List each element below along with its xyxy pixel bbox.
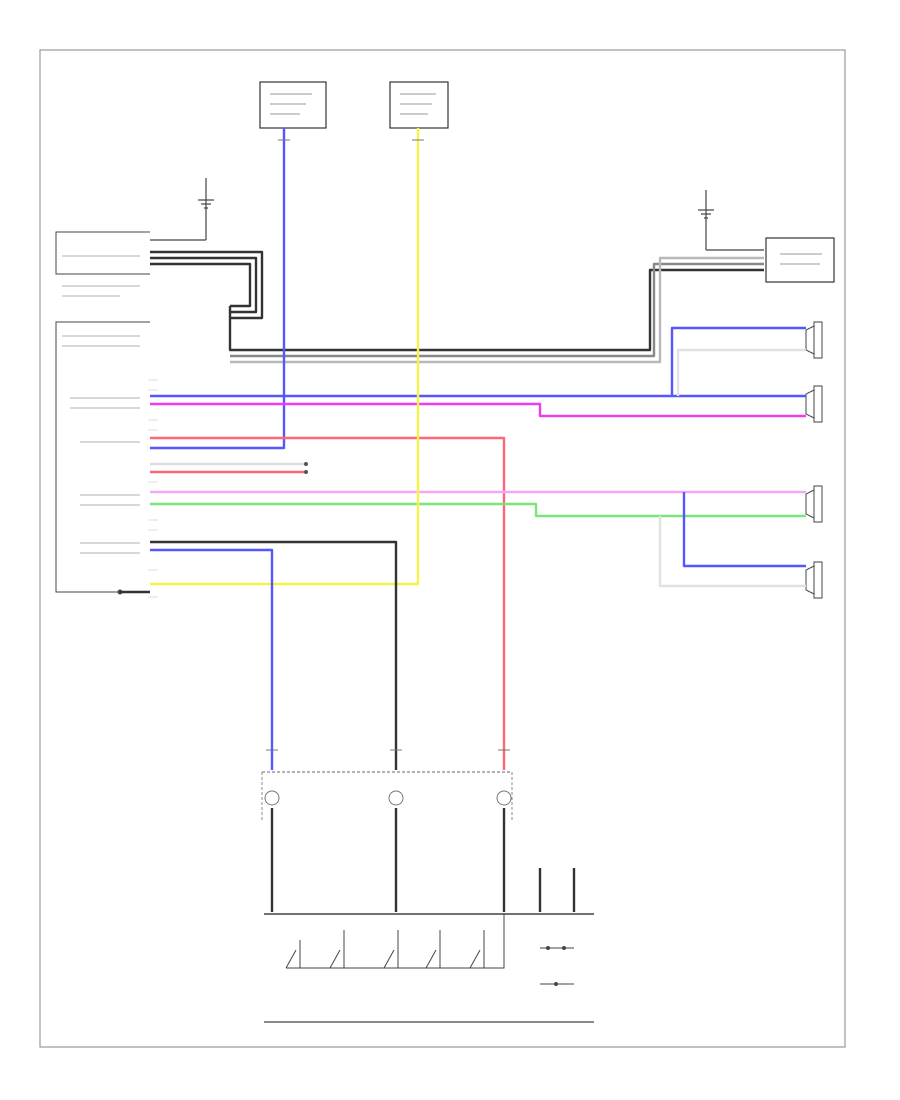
- connector-marks: [266, 139, 510, 751]
- blue-branch-tweeter: [670, 326, 806, 396]
- combination-switch: [261, 771, 513, 912]
- left-tweeter: [805, 321, 823, 359]
- white-wire-tweeter: [676, 348, 806, 396]
- top-module-left: [259, 81, 327, 129]
- blue-wire-top: [150, 128, 286, 450]
- steering-switch: [264, 913, 594, 1023]
- external-speaker: [765, 237, 835, 283]
- white-wire-right-tweeter: [658, 516, 806, 588]
- top-module-right: [389, 81, 449, 129]
- yellow-wire: [150, 128, 420, 586]
- ground-left-symbol: [150, 178, 214, 241]
- ground-right-symbol: [698, 190, 764, 251]
- blue-wire-combo: [150, 548, 274, 770]
- blue-wire-right-tweeter: [682, 492, 806, 568]
- red-wire: [150, 436, 506, 770]
- audio-unit: [55, 231, 150, 595]
- external-speaker-wires: [150, 250, 764, 364]
- pink-wire: [150, 402, 806, 418]
- right-tweeter: [805, 561, 823, 599]
- left-front-speaker: [805, 385, 823, 423]
- black-wire-combo: [150, 540, 398, 770]
- green-wire: [150, 502, 806, 518]
- right-front-speaker: [805, 485, 823, 523]
- steering-angle-sensor: [538, 868, 576, 912]
- diagram-frame: [39, 49, 846, 1048]
- audio-connector-pins: [148, 379, 158, 598]
